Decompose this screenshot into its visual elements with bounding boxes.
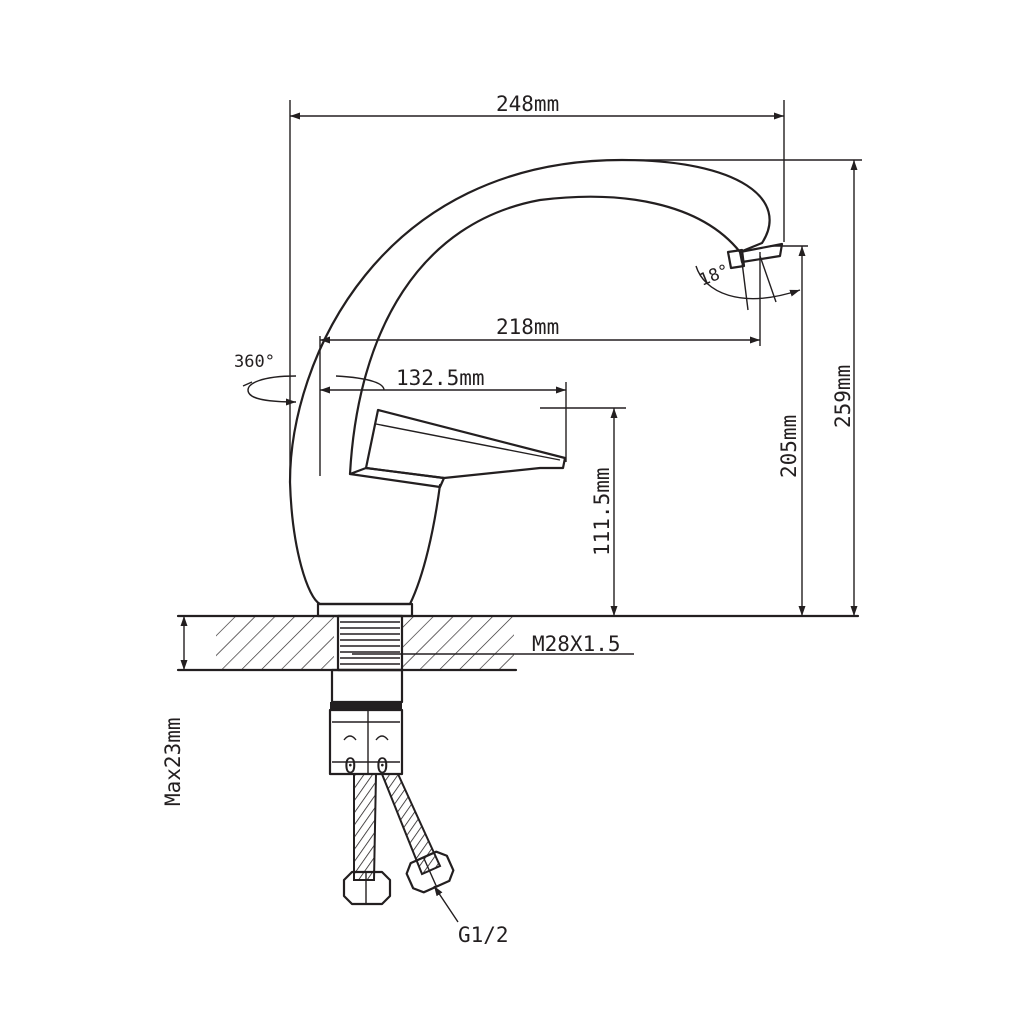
lever-handle xyxy=(364,408,567,480)
hose-right xyxy=(380,773,442,876)
fixing-ring xyxy=(330,668,404,704)
spout xyxy=(288,158,771,484)
mixer-body xyxy=(288,480,442,606)
label-132: 132.5mm xyxy=(396,366,485,390)
spout-tip xyxy=(738,242,784,264)
aerator xyxy=(726,248,746,270)
label-swivel: 360° xyxy=(234,352,275,372)
countertop xyxy=(176,614,860,672)
countertop-hatch-right xyxy=(402,616,514,670)
label-218: 218mm xyxy=(496,315,559,339)
faucet-body: 0 0 xyxy=(288,158,784,906)
hose-nut-left xyxy=(342,870,392,906)
hot-marking: 0 xyxy=(344,754,357,778)
cold-marking: 0 xyxy=(376,754,389,778)
label-248: 248mm xyxy=(496,92,559,116)
label-259: 259mm xyxy=(831,365,855,428)
threaded-shank xyxy=(336,614,404,672)
connection-leader xyxy=(433,885,459,923)
label-max23: Max23mm xyxy=(161,717,185,806)
label-spout-angle: 18° xyxy=(696,261,732,291)
label-205: 205mm xyxy=(777,415,801,478)
label-connection: G1/2 xyxy=(458,923,509,947)
angle-arc xyxy=(695,265,801,300)
dimension-lines xyxy=(180,100,862,923)
labels: 248mm 218mm 132.5mm 111.5mm 205mm 259mm … xyxy=(161,92,855,947)
hose-nut-right xyxy=(405,850,455,894)
mixer-cap xyxy=(348,466,446,489)
lever-detail xyxy=(375,423,561,461)
label-thread: M28X1.5 xyxy=(532,632,621,656)
swivel-indicator xyxy=(247,375,297,406)
base-ring xyxy=(316,602,414,618)
shank-threads xyxy=(340,621,400,665)
fixing-washer xyxy=(330,702,402,710)
hose-left xyxy=(353,773,378,881)
label-111: 111.5mm xyxy=(590,467,614,556)
fixing-nut xyxy=(328,708,404,776)
countertop-hatch-left xyxy=(216,616,334,670)
